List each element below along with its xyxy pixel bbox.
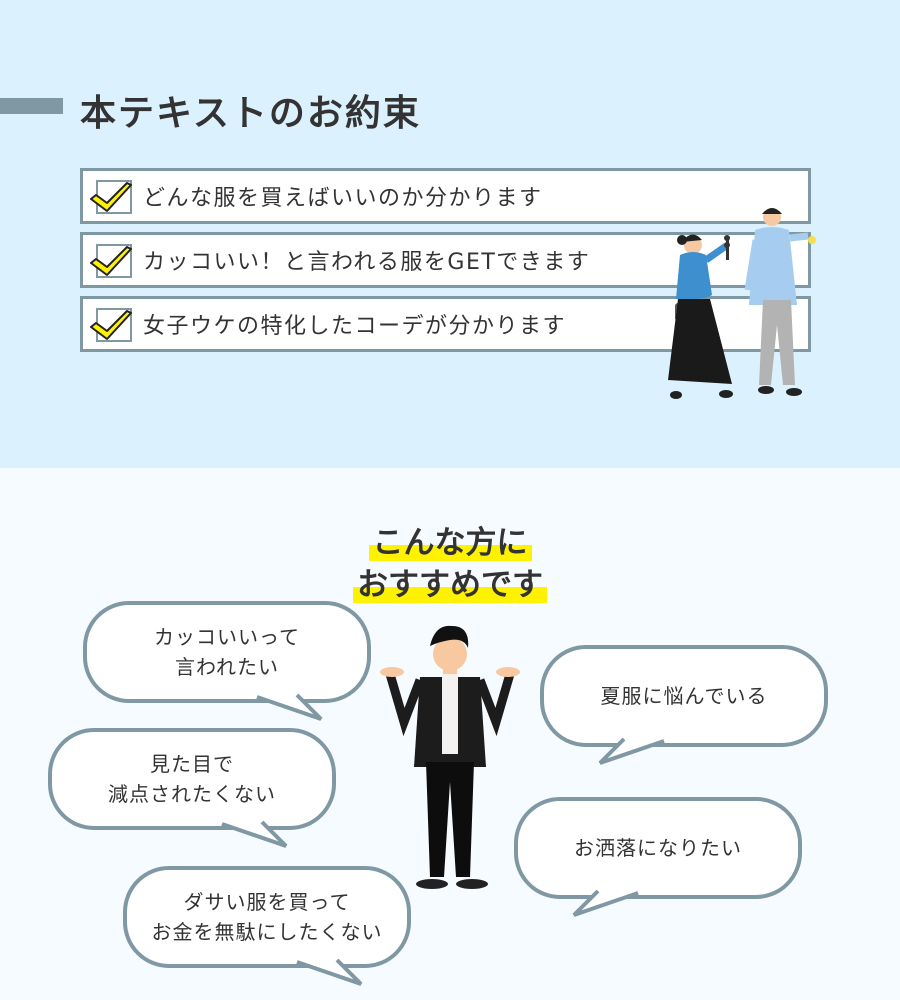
bubble-tail <box>572 889 639 917</box>
recommend-heading: こんな方に おすすめです <box>0 522 900 606</box>
checklist-text: どんな服を買えばいいのか分かります <box>143 186 543 211</box>
bubble-tail <box>256 693 323 721</box>
speech-bubble: 夏服に悩んでいる <box>540 645 828 765</box>
bubble-text: お洒落になりたい <box>574 836 742 860</box>
heading-line-1: こんな方に <box>368 525 532 561</box>
checklist-text: 女子ウケの特化したコーデが分かります <box>143 314 567 339</box>
speech-bubble: カッコいいって言われたい <box>83 601 371 721</box>
title-bar-decoration <box>0 98 63 114</box>
bubble-tail <box>221 820 288 848</box>
checkmark-icon <box>83 171 143 221</box>
section-title: 本テキストのお約束 <box>80 93 421 134</box>
speech-bubble: ダサい服を買ってお金を無駄にしたくない <box>123 866 411 986</box>
bubble-text: 減点されたくない <box>108 782 276 806</box>
speech-bubble: 見た目で減点されたくない <box>48 728 336 848</box>
bubble-text: 見た目で <box>150 752 234 776</box>
bubble-text: 言われたい <box>175 655 279 679</box>
bubble-text: 夏服に悩んでいる <box>600 684 768 708</box>
couple-illustration <box>668 208 816 399</box>
checklist-text: カッコいい！と言われる服をGETできます <box>143 250 591 275</box>
checklist-item: どんな服を買えばいいのか分かります <box>80 168 811 224</box>
bubble-tail <box>296 958 363 986</box>
speech-bubble: お洒落になりたい <box>514 797 802 917</box>
heading-line-2: おすすめです <box>353 567 547 603</box>
bubble-text: カッコいいって <box>154 625 300 649</box>
bubble-text: お金を無駄にしたくない <box>151 920 383 944</box>
man-illustration <box>380 625 520 889</box>
checkmark-icon <box>83 235 143 285</box>
checkmark-icon <box>83 299 143 349</box>
bubble-text: ダサい服を買って <box>183 890 351 914</box>
bubble-tail <box>598 737 665 765</box>
